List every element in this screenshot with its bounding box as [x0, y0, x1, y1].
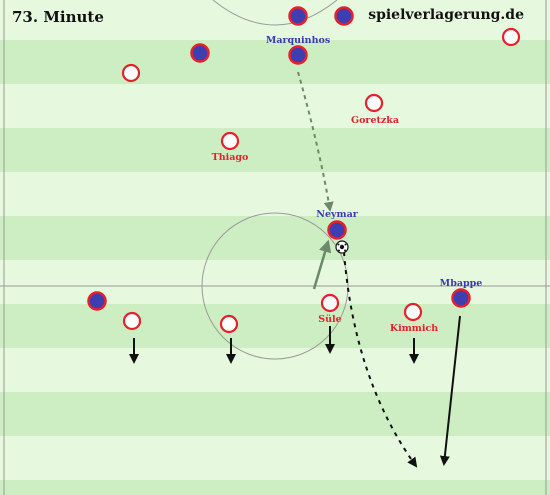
- site-label: spielverlagerung.de: [368, 7, 524, 23]
- player-label-goretzka: Goretzka: [351, 115, 399, 126]
- center-circle: [201, 212, 349, 360]
- ball-carry-arrow: [312, 239, 332, 290]
- red-player-marker[interactable]: [121, 63, 141, 83]
- ball-icon: [335, 240, 349, 254]
- blue-player-marker[interactable]: [87, 291, 107, 311]
- blue-player-neymar[interactable]: Neymar: [316, 209, 359, 240]
- red-player-thiago[interactable]: Thiago: [212, 131, 249, 163]
- minute-label: 73. Minute: [12, 8, 104, 26]
- blue-player-marquinhos[interactable]: Marquinhos: [266, 35, 330, 65]
- red-player-marker[interactable]: [219, 314, 239, 334]
- player-label-neymar: Neymar: [316, 209, 358, 220]
- penalty-arc: [212, 0, 338, 26]
- red-player-marker[interactable]: [122, 311, 142, 331]
- red-player-marker[interactable]: [501, 27, 521, 47]
- blue-player-mbappe[interactable]: Mbappe: [440, 278, 483, 308]
- red-player-goretzka[interactable]: Goretzka: [351, 93, 399, 126]
- dribble-arrow: [343, 251, 418, 468]
- blue-player-marker[interactable]: [288, 6, 308, 26]
- player-label-marquinhos: Marquinhos: [266, 35, 330, 46]
- blue-player-marker[interactable]: [334, 6, 354, 26]
- red-team: Goretzka Thiago Süle Kimmich: [121, 27, 521, 334]
- blue-player-marker[interactable]: [190, 43, 210, 63]
- blue-team: Marquinhos Neymar Mbappe: [87, 6, 483, 311]
- mbappe-run-arrow: [439, 315, 461, 466]
- red-player-suele[interactable]: Süle: [318, 293, 342, 325]
- red-player-kimmich[interactable]: Kimmich: [390, 302, 438, 334]
- player-label-thiago: Thiago: [212, 152, 249, 163]
- movement-arrows: [129, 71, 461, 468]
- player-label-suele: Süle: [318, 314, 341, 325]
- player-label-mbappe: Mbappe: [440, 278, 483, 289]
- pass-arrow: [297, 71, 334, 212]
- player-label-kimmich: Kimmich: [390, 323, 438, 334]
